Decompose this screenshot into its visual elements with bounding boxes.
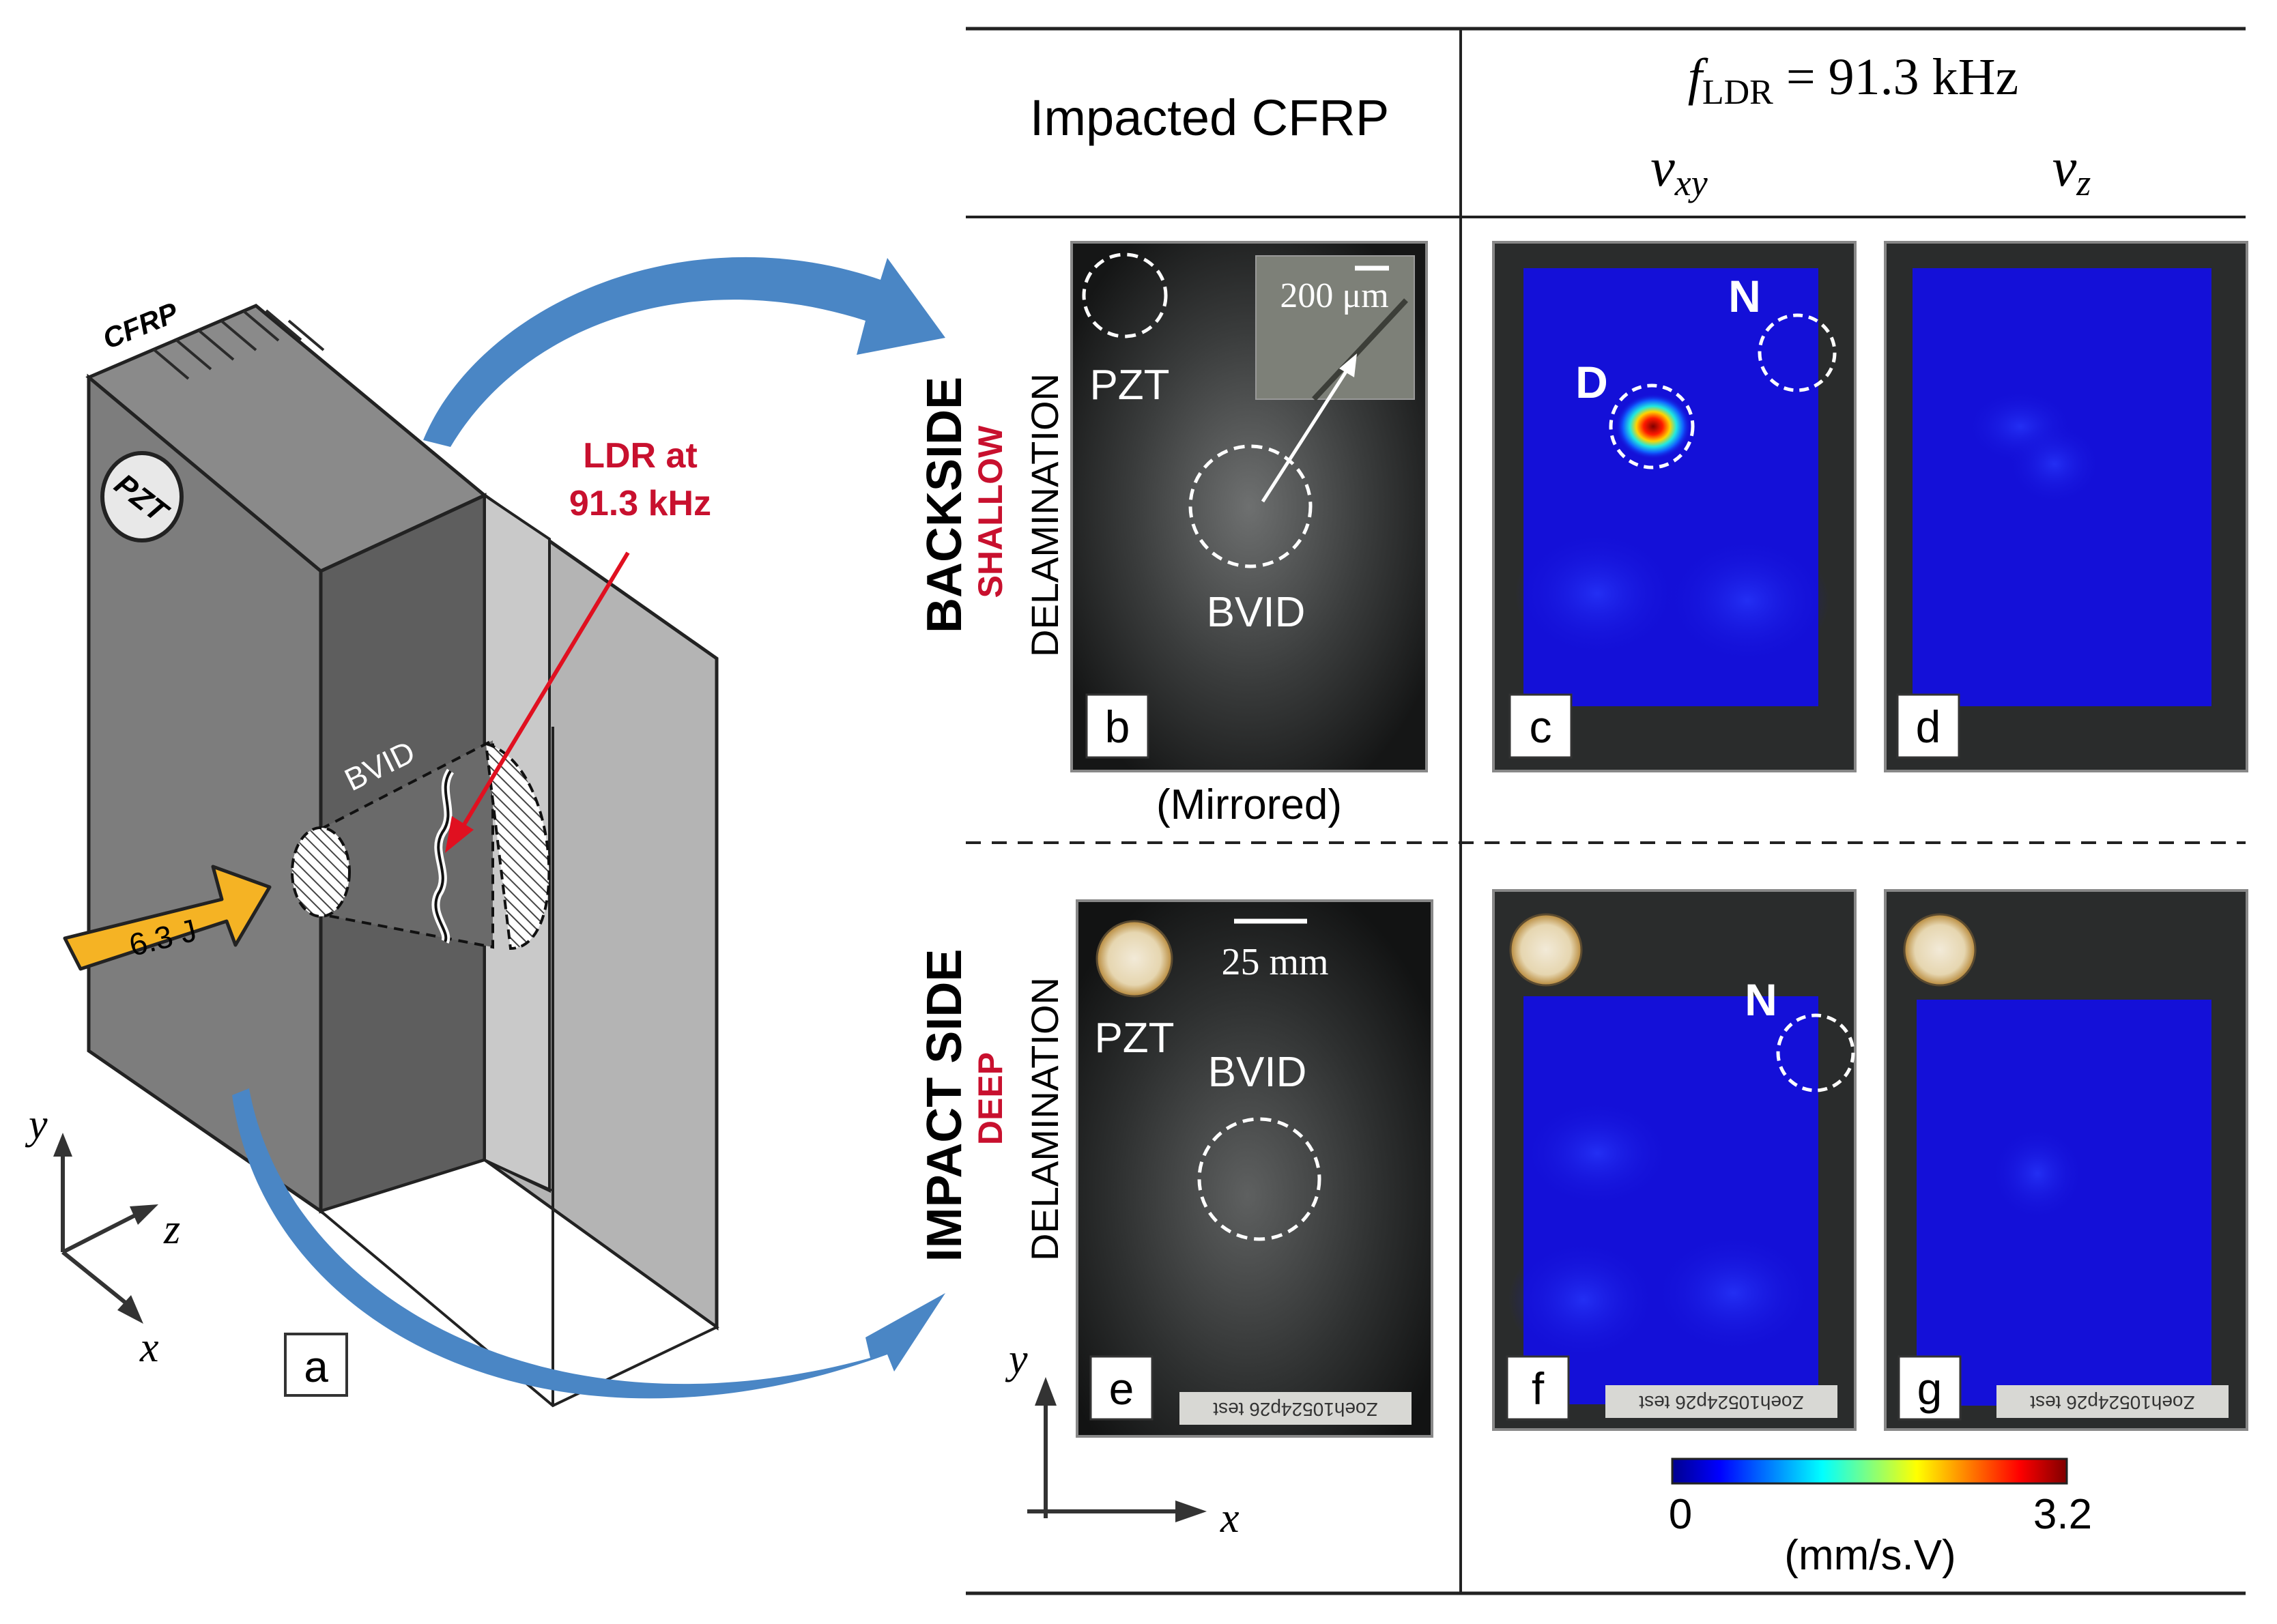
bvid-circle-b (1188, 444, 1313, 568)
inset-pointer-line (1261, 367, 1350, 503)
pzt-disc-f (1509, 913, 1583, 987)
photo-axes (1027, 1377, 1207, 1522)
pzt-circle-b (1082, 252, 1168, 338)
colorbar-max-label: 3.2 (2033, 1491, 2092, 1538)
freq-subscript: LDR (1702, 73, 1773, 112)
micrograph-crack (1312, 298, 1408, 401)
panel-f-letter: f (1532, 1363, 1545, 1414)
row-impact-side: IMPACT SIDE DEEP DELAMINATION PZT 25 mm … (917, 889, 2248, 1541)
colorbar-min-label: 0 (1669, 1491, 1692, 1538)
vz-header: vz (2052, 138, 2091, 203)
marker-n-label-f: N (1745, 974, 1777, 1025)
panel-d-letter: d (1916, 701, 1941, 752)
bvid-back-ellipse (484, 742, 551, 951)
bvid-front-ellipse (291, 826, 351, 918)
pzt-label-e: PZT (1094, 1015, 1174, 1062)
pzt-disc-g (1903, 913, 1977, 987)
row2-depth-label: DEEP (971, 1052, 1009, 1145)
hotspot-c (1616, 394, 1691, 459)
curved-arrow-bottom (232, 1088, 945, 1399)
sticker-e (1179, 1392, 1412, 1425)
sticker-g (1996, 1385, 2229, 1418)
colorbar: 0 3.2 (mm/s.V) (1669, 1458, 2092, 1579)
marker-n-label-c: N (1728, 271, 1761, 321)
panel-d-box (1896, 693, 1960, 759)
vxy-header: vxy (1650, 138, 1707, 203)
sticker-f (1605, 1385, 1837, 1418)
colorbar-unit-label: (mm/s.V) (1784, 1532, 1956, 1579)
panel-e-letter: e (1109, 1363, 1134, 1414)
axis-y-label-schematic: y (25, 1101, 48, 1148)
scale-label-e: 25 mm (1221, 941, 1328, 983)
inset-scale-label: 200 μm (1280, 276, 1388, 315)
row2-side-label: IMPACT SIDE (917, 949, 972, 1262)
ldr-label-line1: LDR at (583, 436, 698, 476)
col-header-impacted: Impacted CFRP (1030, 89, 1389, 146)
marker-n-circle-c (1758, 313, 1837, 392)
row1-side-label: BACKSIDE (917, 377, 972, 633)
block-bottom-cut (317, 1158, 719, 1408)
marker-n-circle-f (1776, 1013, 1855, 1092)
schematic-axes (53, 1133, 158, 1324)
axis-y-label-photo: y (1005, 1336, 1028, 1382)
panel-b-box (1085, 693, 1149, 759)
schematic-panel-a: PZT CFRP BVID LDR at 91.3 kHz 6.3 J y z … (25, 257, 945, 1408)
panel-a-letter: a (304, 1342, 328, 1391)
sticker-text-g: Zoeh10524p26 test (2030, 1392, 2195, 1413)
fiber-lines (152, 309, 325, 380)
panel-a-box (284, 1333, 348, 1397)
colorbar-gradient (1671, 1458, 2068, 1485)
sticker-text-f: Zoeh10524p26 test (1639, 1392, 1804, 1413)
table-grid (966, 27, 2246, 1595)
axis-x-label-photo: x (1220, 1495, 1240, 1541)
ldr-arrow-head (445, 816, 474, 853)
bvid-label-e: BVID (1208, 1049, 1307, 1096)
ldr-arrow-line (459, 551, 630, 830)
panel-c-letter: c (1530, 701, 1552, 752)
bvid-label-b: BVID (1207, 589, 1306, 636)
row2-delam-label: DELAMINATION (1023, 977, 1066, 1261)
panel-b-letter: b (1105, 701, 1130, 752)
mirrored-caption: (Mirrored) (1156, 781, 1342, 828)
axis-x-label-schematic: x (139, 1324, 159, 1371)
axis-z-label-schematic: z (163, 1206, 180, 1253)
ldr-label-line2: 91.3 kHz (569, 484, 711, 523)
inset-pointer-head (1339, 353, 1357, 377)
panel-g-letter: g (1917, 1363, 1943, 1414)
row-backside: BACKSIDE SHALLOW DELAMINATION PZT 200 μm… (917, 241, 2248, 828)
freq-value: = 91.3 kHz (1773, 48, 2018, 106)
panel-g-box (1898, 1355, 1962, 1421)
sticker-text-e: Zoeh10524p26 test (1213, 1399, 1378, 1420)
pzt-disc-e (1095, 920, 1173, 998)
panel-e-box (1089, 1355, 1154, 1421)
panel-c-box (1508, 693, 1573, 759)
freq-header: fLDR = 91.3 kHz (1688, 48, 2019, 112)
panel-f-box (1506, 1355, 1570, 1421)
pzt-label-b: PZT (1089, 362, 1169, 409)
row1-depth-label: SHALLOW (971, 425, 1009, 598)
curved-arrow-top (423, 257, 945, 447)
marker-d-circle (1609, 383, 1695, 469)
marker-d-label: D (1575, 357, 1608, 407)
bvid-circle-e (1197, 1117, 1321, 1241)
impact-arrow (63, 865, 272, 971)
row1-delam-label: DELAMINATION (1023, 373, 1066, 657)
pzt-disc-schematic (100, 451, 184, 542)
